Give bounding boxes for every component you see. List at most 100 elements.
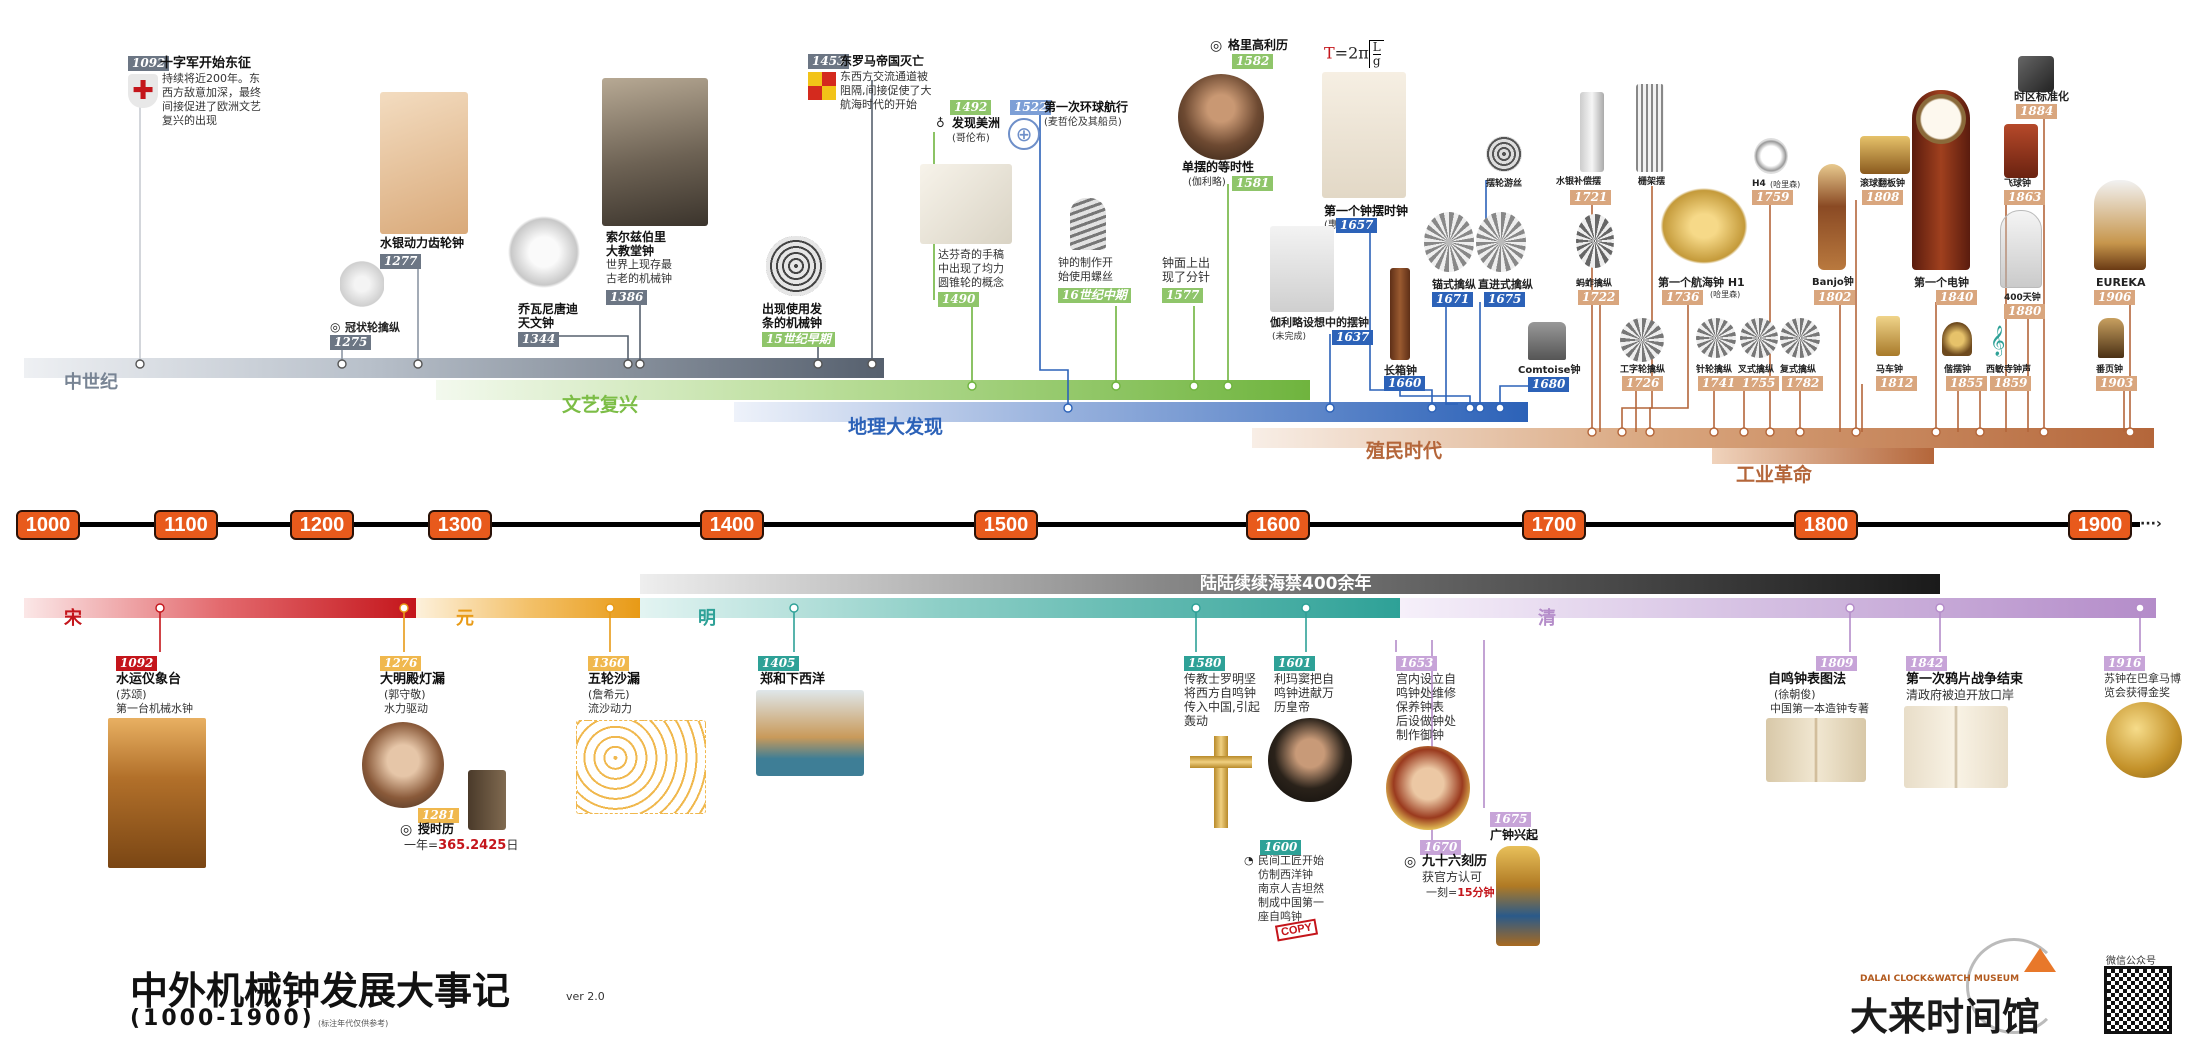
era-ban-label: 陆陆续续海禁400余年 — [1200, 574, 1372, 594]
event-mercury-pendulum-title: 水银补偿摆 — [1556, 177, 1602, 187]
event-circum-desc: (麦哲伦及其船员) — [1044, 117, 1122, 128]
eureka-clock-image — [2094, 180, 2146, 270]
mercury-gear-clock-image — [380, 92, 468, 234]
event-h1-title: 第一个航海钟 H1 — [1658, 276, 1745, 289]
event-crusades-desc-4: 复兴的出现 — [162, 114, 217, 127]
event-flyingball-title: 飞球钟 — [2004, 179, 2032, 189]
comtoise-clock-image — [1528, 322, 1566, 360]
mystery-clock-image — [1942, 322, 1972, 356]
century-1900: 1900 — [2068, 510, 2132, 540]
year-1808: 1808 — [1862, 190, 1904, 205]
event-shoushi-title: 授时历 — [418, 822, 455, 836]
node-ming-2 — [1191, 603, 1201, 613]
calendar-book-image — [468, 770, 506, 830]
year-1721: 1721 — [1570, 190, 1612, 205]
event-carriage-title: 马车钟 — [1876, 365, 1904, 375]
event-screw-desc-1: 钟的制作开 — [1058, 256, 1113, 269]
node-discovery-4 — [1465, 403, 1475, 413]
node-ming-3 — [1301, 603, 1311, 613]
event-ricci-desc-3: 历皇帝 — [1274, 700, 1311, 714]
event-h4-title: H4 — [1752, 179, 1766, 189]
galileo-pendulum-sketch-image — [1270, 226, 1334, 312]
dondi-astrarium-image — [508, 204, 580, 300]
event-96ke-desc: 获官方认可 — [1422, 870, 1483, 884]
anniversary-clock-image — [2000, 210, 2042, 288]
pinwheel-escapement-image — [1696, 318, 1736, 358]
rolling-ball-clock-image — [1860, 136, 1910, 174]
event-1809-desc-2: 中国第一本造钟专著 — [1770, 702, 1869, 715]
band-renaissance — [436, 380, 1310, 400]
node-medieval-3 — [413, 359, 423, 369]
year-16c: 16世纪中期 — [1058, 288, 1131, 303]
harrison-h1-image — [1656, 184, 1752, 268]
year-1906: 1906 — [2094, 290, 2136, 305]
event-guo-desc-2: 水力驱动 — [384, 702, 428, 715]
event-palace-desc-4: 后设做钟处 — [1396, 714, 1457, 728]
year-1653: 1653 — [1396, 656, 1438, 671]
wechat-qr-code[interactable] — [2104, 966, 2172, 1034]
museum-logo-triangle-icon — [2024, 948, 2056, 972]
electric-clock-dial — [1916, 94, 1966, 144]
event-longcase-title: 长箱钟 — [1384, 364, 1417, 377]
event-crusades-desc-2: 西方敌意加深，最终 — [162, 86, 261, 99]
node-colonial-7 — [1795, 427, 1805, 437]
event-cylinder-title: 工字轮擒纵 — [1620, 365, 1666, 375]
event-susong-desc-1: (苏颂) — [116, 688, 147, 701]
gold-medal-image — [2106, 702, 2182, 778]
year-1453: 1453 — [808, 54, 850, 69]
year-1281: 1281 — [418, 808, 460, 823]
year-1600: 1600 — [1260, 840, 1302, 855]
year-1880: 1880 — [2004, 304, 2046, 319]
museum-name-cn: 大来时间馆 — [1850, 995, 2041, 1039]
salisbury-clock-image — [602, 78, 708, 226]
event-shoushi-post: 日 — [506, 838, 519, 852]
event-davinci-desc-1: 达芬奇的手稿 — [938, 248, 1004, 261]
century-1100: 1100 — [154, 510, 218, 540]
event-salisbury-title: 索尔兹伯里 — [606, 230, 667, 244]
year-1360: 1360 — [588, 656, 630, 671]
node-yuan-2 — [605, 603, 615, 613]
globe-icon: ⊕ — [1008, 118, 1040, 150]
event-anchor-title: 锚式擒纵 — [1432, 278, 1476, 291]
year-1736: 1736 — [1662, 290, 1704, 305]
flying-ball-clock-image — [2004, 124, 2038, 178]
year-1741: 1741 — [1698, 376, 1740, 391]
year-1884: 1884 — [2016, 104, 2058, 119]
century-1800: 1800 — [1794, 510, 1858, 540]
band-industrial — [1712, 448, 1934, 464]
node-renaissance-3 — [1189, 381, 1199, 391]
timeline-arrow-icon: ···› — [2140, 516, 2162, 532]
event-h1-desc: (哈里森) — [1710, 290, 1741, 299]
year-1855: 1855 — [1946, 376, 1988, 391]
year-1903: 1903 — [2096, 376, 2138, 391]
node-discovery-1 — [1063, 403, 1073, 413]
connector-1671 — [1445, 302, 1458, 405]
year-1859: 1859 — [1990, 376, 2032, 391]
gridiron-pendulum-image — [1636, 84, 1664, 172]
event-susong-title: 水运仪象台 — [116, 672, 182, 687]
event-comtoise-title: Comtoise钟 — [1518, 365, 1581, 376]
time-zone-cube-image — [2018, 56, 2054, 92]
era-qing-label: 清 — [1538, 608, 1556, 629]
event-byzantine-title: 东罗马帝国灭亡 — [840, 54, 925, 68]
year-1840: 1840 — [1936, 290, 1978, 305]
cylinder-escapement-image — [1620, 318, 1664, 362]
year-1490: 1490 — [938, 292, 980, 307]
era-song-label: 宋 — [64, 608, 82, 629]
event-fivewheel-desc-1: (詹希元) — [588, 688, 630, 701]
harrison-h4-image — [1754, 138, 1788, 174]
event-96ke-title: 九十六刻历 — [1422, 854, 1488, 869]
band-yuan — [416, 598, 640, 618]
event-dondi-title: 乔瓦尼唐迪 — [518, 302, 579, 316]
connector-1522 — [1039, 112, 1069, 408]
year-1675-east: 1675 — [1490, 812, 1532, 827]
node-ming-1 — [789, 603, 799, 613]
band-ming — [640, 598, 1400, 618]
event-guo-title: 大明殿灯漏 — [380, 672, 446, 687]
byzantine-flag-icon — [808, 72, 836, 100]
node-yuan-1 — [399, 603, 409, 613]
year-1580: 1580 — [1184, 656, 1226, 671]
event-h4-desc: (哈里森) — [1770, 180, 1801, 189]
node-colonial-1 — [1587, 427, 1597, 437]
event-davinci-desc-2: 中出现了均力 — [938, 262, 1004, 275]
